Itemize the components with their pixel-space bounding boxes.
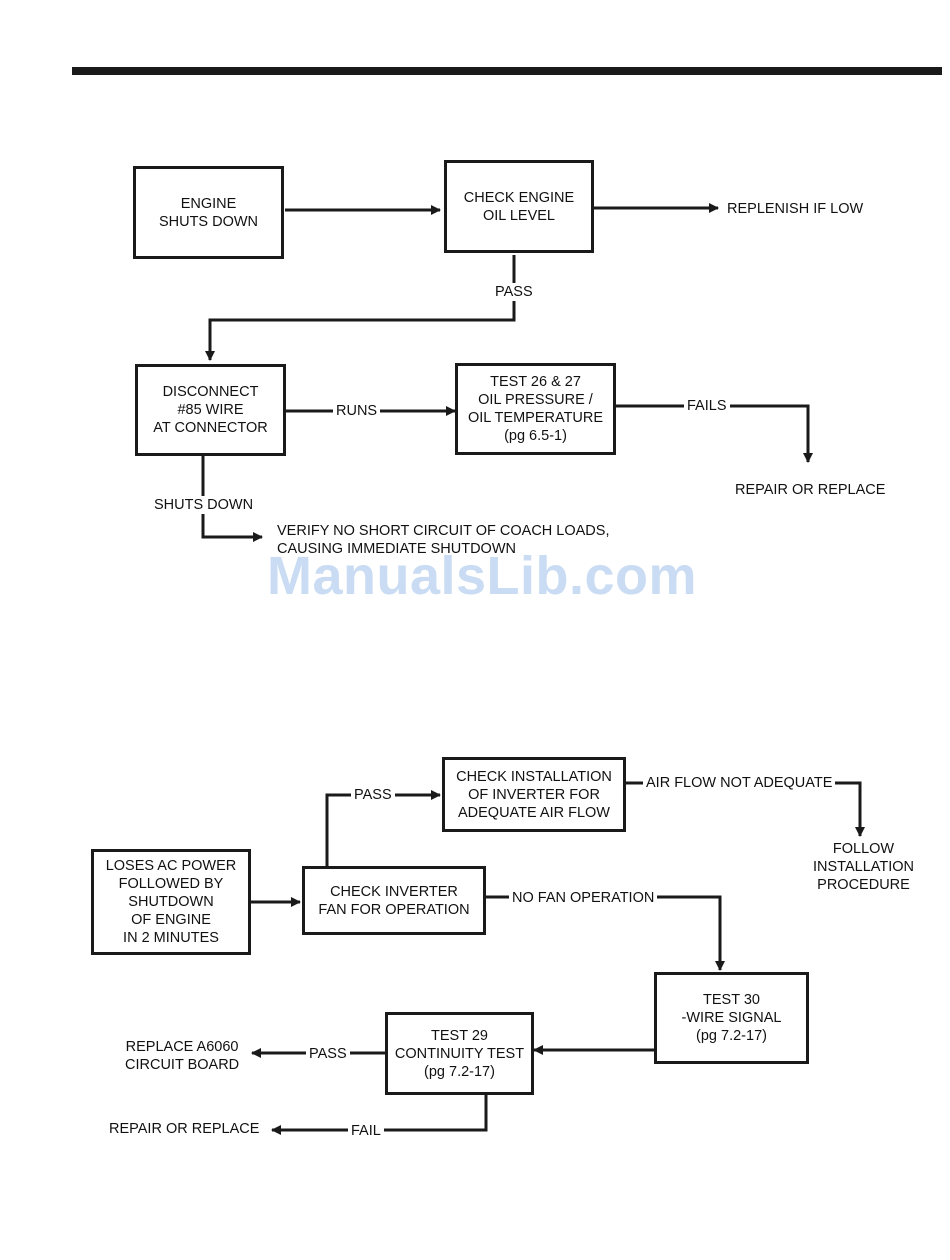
watermark: ManualsLib.com bbox=[267, 546, 698, 606]
label-pass-bottom: PASS bbox=[306, 1045, 350, 1063]
label-pass: PASS bbox=[492, 283, 536, 301]
arrow-test29-fail-to-repair bbox=[271, 1094, 488, 1135]
box-check-engine-oil-level: CHECK ENGINE OIL LEVEL bbox=[444, 160, 594, 253]
label-replace-a6060: REPLACE A6060 CIRCUIT BOARD bbox=[122, 1038, 243, 1074]
box-check-inverter-fan: CHECK INVERTER FAN FOR OPERATION bbox=[302, 866, 486, 935]
arrow-shuts-down-to-verify bbox=[201, 456, 263, 542]
box-engine-shuts-down: ENGINE SHUTS DOWN bbox=[133, 166, 284, 259]
box-disconnect-85-wire: DISCONNECT #85 WIRE AT CONNECTOR bbox=[135, 364, 286, 456]
label-fail: FAIL bbox=[348, 1122, 384, 1140]
label-air-flow-not-adequate: AIR FLOW NOT ADEQUATE bbox=[643, 774, 836, 792]
label-no-fan-operation: NO FAN OPERATION bbox=[509, 889, 658, 907]
box-test-30: TEST 30 -WIRE SIGNAL (pg 7.2-17) bbox=[654, 972, 809, 1064]
arrow-oil-pass-to-disconnect bbox=[205, 255, 516, 361]
label-runs: RUNS bbox=[333, 402, 381, 420]
label-shuts-down: SHUTS DOWN bbox=[151, 496, 257, 514]
label-repair-or-replace-2: REPAIR OR REPLACE bbox=[106, 1120, 263, 1138]
arrow-fan-pass-to-installation bbox=[325, 790, 441, 866]
box-loses-ac-power: LOSES AC POWER FOLLOWED BY SHUTDOWN OF E… bbox=[91, 849, 251, 955]
label-fails: FAILS bbox=[684, 397, 730, 415]
box-test-26-27: TEST 26 & 27 OIL PRESSURE / OIL TEMPERAT… bbox=[455, 363, 616, 455]
label-repair-or-replace-1: REPAIR OR REPLACE bbox=[732, 481, 889, 499]
label-pass-top: PASS bbox=[351, 786, 395, 804]
label-replenish-if-low: REPLENISH IF LOW bbox=[724, 200, 867, 218]
box-check-installation: CHECK INSTALLATION OF INVERTER FOR ADEQU… bbox=[442, 757, 626, 832]
arrow-fan-no-op-to-test30 bbox=[486, 895, 725, 971]
label-follow-installation: FOLLOW INSTALLATION PROCEDURE bbox=[810, 840, 917, 894]
box-test-29: TEST 29 CONTINUITY TEST (pg 7.2-17) bbox=[385, 1012, 534, 1095]
arrow-test26-fails bbox=[616, 404, 813, 463]
label-verify-no-short: VERIFY NO SHORT CIRCUIT OF COACH LOADS, … bbox=[274, 522, 613, 558]
header-rule bbox=[72, 67, 942, 75]
